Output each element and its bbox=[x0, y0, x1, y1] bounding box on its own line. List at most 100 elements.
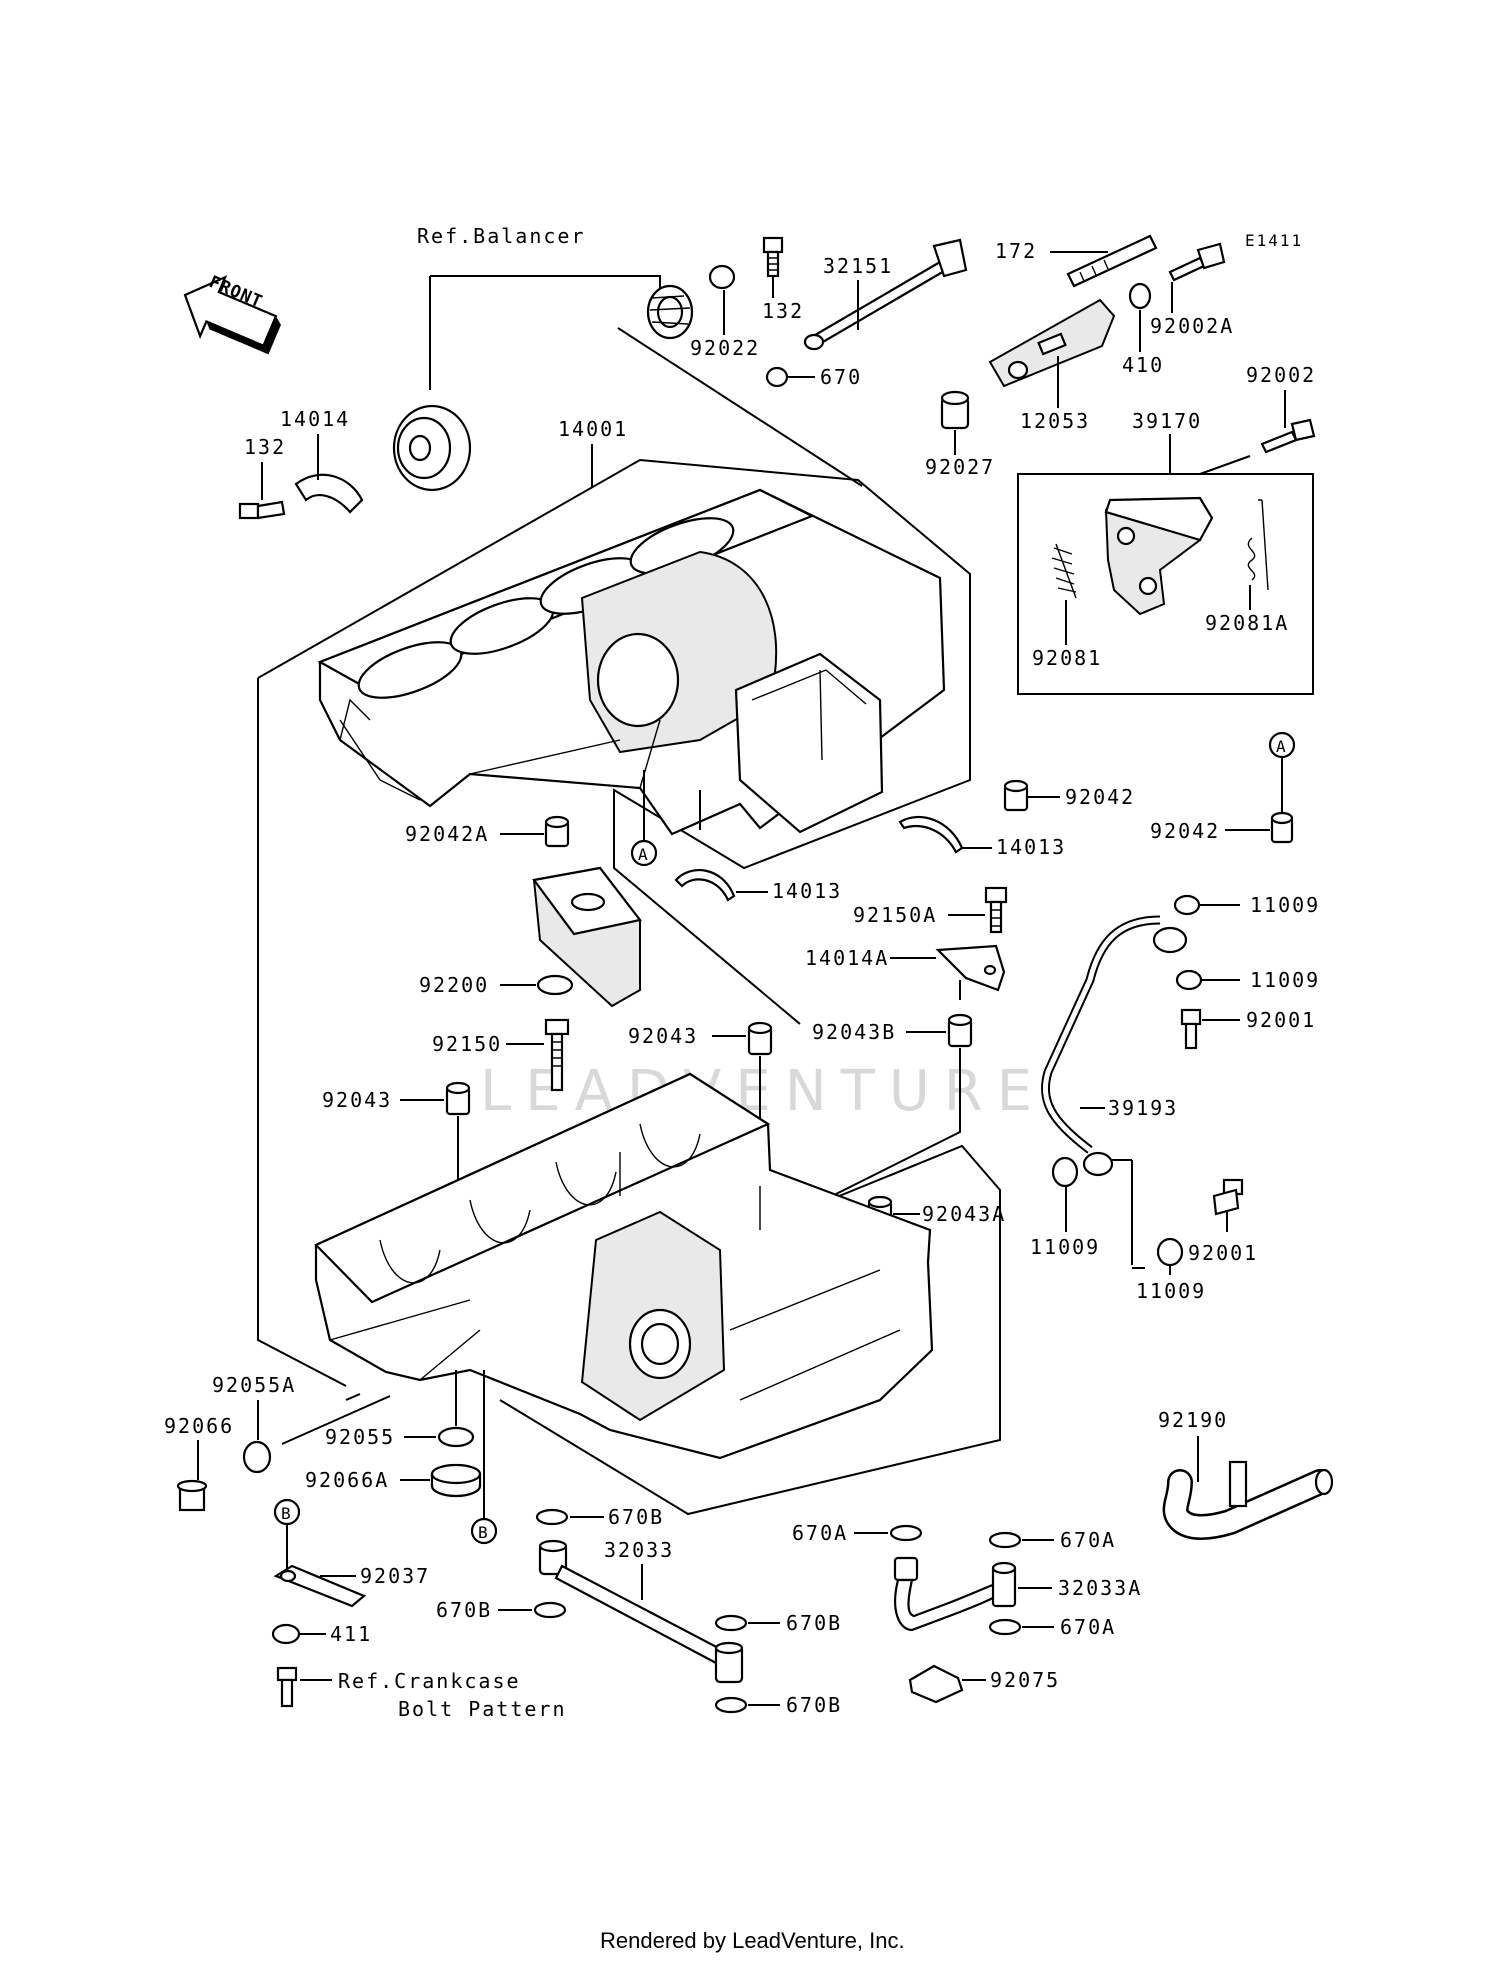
upper-case-frame bbox=[257, 458, 971, 870]
callout-92066A: 92066A bbox=[305, 1468, 389, 1492]
callout-12053: 12053 bbox=[1020, 409, 1090, 433]
callout-92043-a: 92043 bbox=[628, 1024, 698, 1048]
callout-92001-b: 92001 bbox=[1188, 1241, 1258, 1265]
washer-11009-c-icon bbox=[1051, 1156, 1079, 1188]
bolt-132-icon bbox=[762, 236, 784, 278]
callout-39170: 39170 bbox=[1132, 409, 1202, 433]
callout-670A-b: 670A bbox=[1060, 1528, 1116, 1552]
marker-a-1: A bbox=[638, 845, 648, 864]
hose-92190-icon bbox=[1162, 1460, 1334, 1540]
left-frame-line bbox=[257, 678, 361, 1401]
rod-32151-icon bbox=[803, 238, 968, 351]
washer-92200-icon bbox=[536, 974, 574, 996]
callout-11009-d: 11009 bbox=[1136, 1279, 1206, 1303]
callout-670A-a: 670A bbox=[792, 1521, 848, 1545]
callout-32151: 32151 bbox=[823, 254, 893, 278]
washer-92022-icon bbox=[708, 264, 736, 290]
bearing-cap-block-icon bbox=[532, 866, 642, 1008]
callout-92150: 92150 bbox=[432, 1032, 502, 1056]
tube-32033A-icon bbox=[893, 1556, 1017, 1632]
watermark: LEADVENTURE bbox=[480, 1059, 1046, 1124]
dowel-92043B-icon bbox=[947, 1013, 973, 1048]
callout-92042A: 92042A bbox=[405, 822, 489, 846]
oil-pipe-39193-icon bbox=[1040, 915, 1188, 1177]
oring-92055A-icon bbox=[242, 1440, 272, 1474]
dowel-92027-icon bbox=[940, 390, 970, 430]
lower-case-frame bbox=[499, 815, 1001, 1516]
ref-marker-a-lower-left bbox=[630, 839, 658, 867]
callout-92043A: 92043A bbox=[922, 1202, 1006, 1226]
callout-670B-a: 670B bbox=[608, 1505, 664, 1529]
oring-670B-a-icon bbox=[535, 1508, 569, 1526]
callout-92027: 92027 bbox=[925, 455, 995, 479]
dowel-92042A-icon bbox=[544, 815, 570, 848]
callout-92002: 92002 bbox=[1246, 363, 1316, 387]
oring-670B-b-icon bbox=[533, 1601, 567, 1619]
callout-410: 410 bbox=[1122, 353, 1164, 377]
bolt-132-left-icon bbox=[238, 500, 286, 520]
oring-670A-c-icon bbox=[988, 1618, 1022, 1636]
washer-11009-b-icon bbox=[1175, 969, 1203, 991]
callout-92150A: 92150A bbox=[853, 903, 937, 927]
callout-14014: 14014 bbox=[280, 407, 350, 431]
callout-14001: 14001 bbox=[558, 417, 628, 441]
callout-132-top: 132 bbox=[762, 299, 804, 323]
washer-410-icon bbox=[1128, 282, 1152, 310]
bearing-shell-14013-lower-icon bbox=[674, 868, 736, 902]
bolt-ref-crankcase-icon bbox=[276, 1666, 298, 1708]
needle-bearing-icon bbox=[646, 284, 694, 340]
dowel-92042-icon bbox=[1003, 779, 1029, 812]
callout-411: 411 bbox=[330, 1622, 372, 1646]
callout-14013-b: 14013 bbox=[772, 879, 842, 903]
oring-670A-a-icon bbox=[889, 1524, 923, 1542]
oring-670A-b-icon bbox=[988, 1531, 1022, 1549]
oring-670-icon bbox=[765, 366, 789, 388]
stud-172-icon bbox=[1066, 234, 1158, 288]
callout-11009-a: 11009 bbox=[1250, 893, 1320, 917]
bearing-shell-14013-upper-icon bbox=[898, 815, 964, 854]
washer-411-icon bbox=[271, 1623, 301, 1645]
plate-92037-icon bbox=[273, 1564, 367, 1608]
callout-92037: 92037 bbox=[360, 1564, 430, 1588]
ref-balancer-label: Ref.Balancer bbox=[417, 224, 586, 248]
callout-92081: 92081 bbox=[1032, 646, 1102, 670]
upper-crankcase-14001-icon bbox=[317, 488, 946, 836]
oring-92055-icon bbox=[437, 1426, 475, 1448]
spring-92081-icon bbox=[1051, 543, 1077, 599]
ball-bearing-icon bbox=[392, 404, 472, 492]
plate-14014-icon bbox=[294, 473, 364, 514]
spring-92081A-icon bbox=[1247, 499, 1269, 591]
plug-92066-icon bbox=[176, 1479, 208, 1512]
ref-marker-b-lower bbox=[470, 1517, 498, 1545]
callout-670B-d: 670B bbox=[786, 1693, 842, 1717]
washer-11009-a-icon bbox=[1173, 894, 1201, 916]
guide-12053-icon bbox=[988, 298, 1116, 388]
callout-92001-a: 92001 bbox=[1246, 1008, 1316, 1032]
tube-32033-icon bbox=[538, 1539, 744, 1684]
callout-11009-b: 11009 bbox=[1250, 968, 1320, 992]
callout-11009-c: 11009 bbox=[1030, 1235, 1100, 1259]
marker-b-2: B bbox=[281, 1504, 291, 1523]
callout-14014A: 14014A bbox=[805, 946, 889, 970]
callout-92190: 92190 bbox=[1158, 1408, 1228, 1432]
callout-670: 670 bbox=[820, 365, 862, 389]
callout-32033: 32033 bbox=[604, 1538, 674, 1562]
callout-92200: 92200 bbox=[419, 973, 489, 997]
callout-132-left: 132 bbox=[244, 435, 286, 459]
tensioner-39170-icon bbox=[1104, 496, 1214, 616]
marker-a-2: A bbox=[1276, 737, 1286, 756]
bolt-92001-b-icon bbox=[1212, 1178, 1244, 1216]
callout-92043B: 92043B bbox=[812, 1020, 896, 1044]
callout-32033A: 32033A bbox=[1058, 1576, 1142, 1600]
ref-crankcase-line2: Bolt Pattern bbox=[398, 1697, 567, 1721]
oring-670B-c-icon bbox=[714, 1614, 748, 1632]
callout-670B-c: 670B bbox=[786, 1611, 842, 1635]
bolt-92150A-icon bbox=[984, 886, 1008, 934]
dowel-92043-a-icon bbox=[747, 1021, 773, 1056]
lower-crankcase-icon bbox=[314, 1072, 934, 1460]
washer-11009-d-icon bbox=[1156, 1237, 1184, 1267]
callout-670B-b: 670B bbox=[436, 1598, 492, 1622]
callout-92043-b: 92043 bbox=[322, 1088, 392, 1112]
diagram-code: E1411 bbox=[1245, 231, 1303, 250]
dowel-92042-right-icon bbox=[1270, 811, 1294, 844]
